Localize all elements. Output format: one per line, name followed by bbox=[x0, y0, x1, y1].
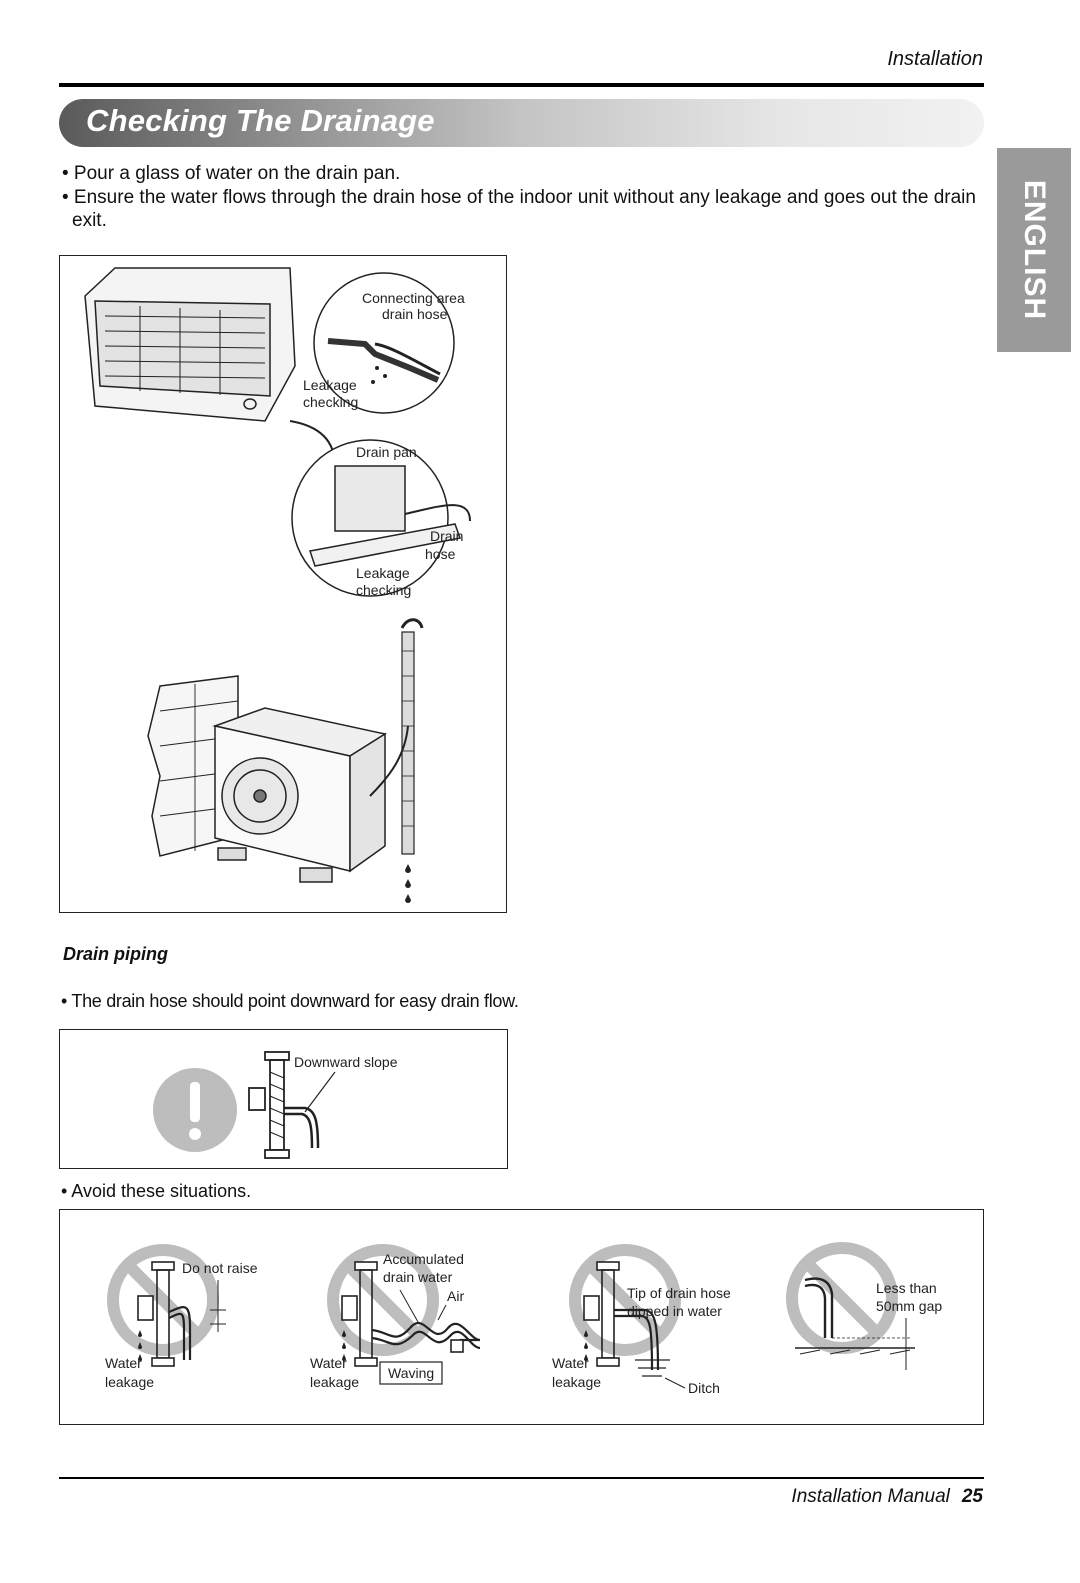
label-water-2: Water bbox=[310, 1355, 347, 1371]
label-checking-1: checking bbox=[303, 394, 359, 410]
label-leakage-1: Leakage bbox=[303, 377, 357, 393]
label-leakage-p3: leakage bbox=[552, 1374, 602, 1390]
label-drain: Drain bbox=[430, 528, 464, 544]
language-tab-label: ENGLISH bbox=[1018, 179, 1051, 321]
label-50mm-gap: 50mm gap bbox=[876, 1298, 943, 1314]
label-drain-water: drain water bbox=[383, 1269, 453, 1285]
label-waving: Waving bbox=[388, 1365, 435, 1381]
top-rule bbox=[59, 83, 984, 87]
avoid-situations-figure: Do not raise Water leakage Accumulated d… bbox=[59, 1209, 984, 1425]
instruction-1: • Pour a glass of water on the drain pan… bbox=[62, 163, 401, 184]
footer-manual-title: Installation Manual bbox=[791, 1486, 950, 1507]
label-tip-of-drain-hose: Tip of drain hose bbox=[627, 1285, 731, 1301]
label-checking-2: checking bbox=[356, 582, 412, 598]
prohibited-icon bbox=[107, 1244, 219, 1356]
label-less-than: Less than bbox=[876, 1280, 937, 1296]
page-number: 25 bbox=[961, 1486, 983, 1507]
language-tab: ENGLISH bbox=[997, 148, 1071, 352]
drainage-illustration bbox=[84, 267, 471, 903]
drain-piping-heading: Drain piping bbox=[63, 944, 168, 964]
label-leakage-2: Leakage bbox=[356, 565, 410, 581]
avoid-illustration bbox=[107, 1242, 915, 1389]
page-title: Checking The Drainage bbox=[86, 103, 435, 138]
title-band bbox=[59, 99, 984, 147]
label-leakage-p1: leakage bbox=[105, 1374, 155, 1390]
label-water-3: Water bbox=[552, 1355, 589, 1371]
label-water-1: Water bbox=[105, 1355, 142, 1371]
bottom-rule bbox=[59, 1477, 984, 1479]
label-air: Air bbox=[447, 1288, 465, 1304]
label-ditch: Ditch bbox=[688, 1380, 720, 1396]
label-accumulated: Accumulated bbox=[383, 1251, 464, 1267]
label-hose: hose bbox=[425, 546, 456, 562]
drain-piping-note: • The drain hose should point downward f… bbox=[61, 991, 519, 1011]
drainage-check-figure: Connecting area drain hose Leakage check… bbox=[59, 255, 507, 913]
label-downward-slope: Downward slope bbox=[294, 1054, 398, 1070]
label-drain-hose: drain hose bbox=[382, 306, 448, 322]
label-connecting-area: Connecting area bbox=[362, 290, 465, 306]
section-label: Installation bbox=[887, 48, 983, 70]
label-do-not-raise: Do not raise bbox=[182, 1260, 258, 1276]
downward-slope-illustration bbox=[153, 1051, 336, 1159]
label-dipped-in-water: dipped in water bbox=[627, 1303, 722, 1319]
footer: Installation Manual 25 bbox=[700, 1486, 983, 1508]
avoid-heading: • Avoid these situations. bbox=[61, 1181, 252, 1201]
instruction-2: • Ensure the water flows through the dra… bbox=[62, 187, 976, 231]
label-leakage-p2: leakage bbox=[310, 1374, 360, 1390]
downward-slope-figure: Downward slope bbox=[59, 1029, 508, 1169]
label-drain-pan: Drain pan bbox=[356, 444, 417, 460]
